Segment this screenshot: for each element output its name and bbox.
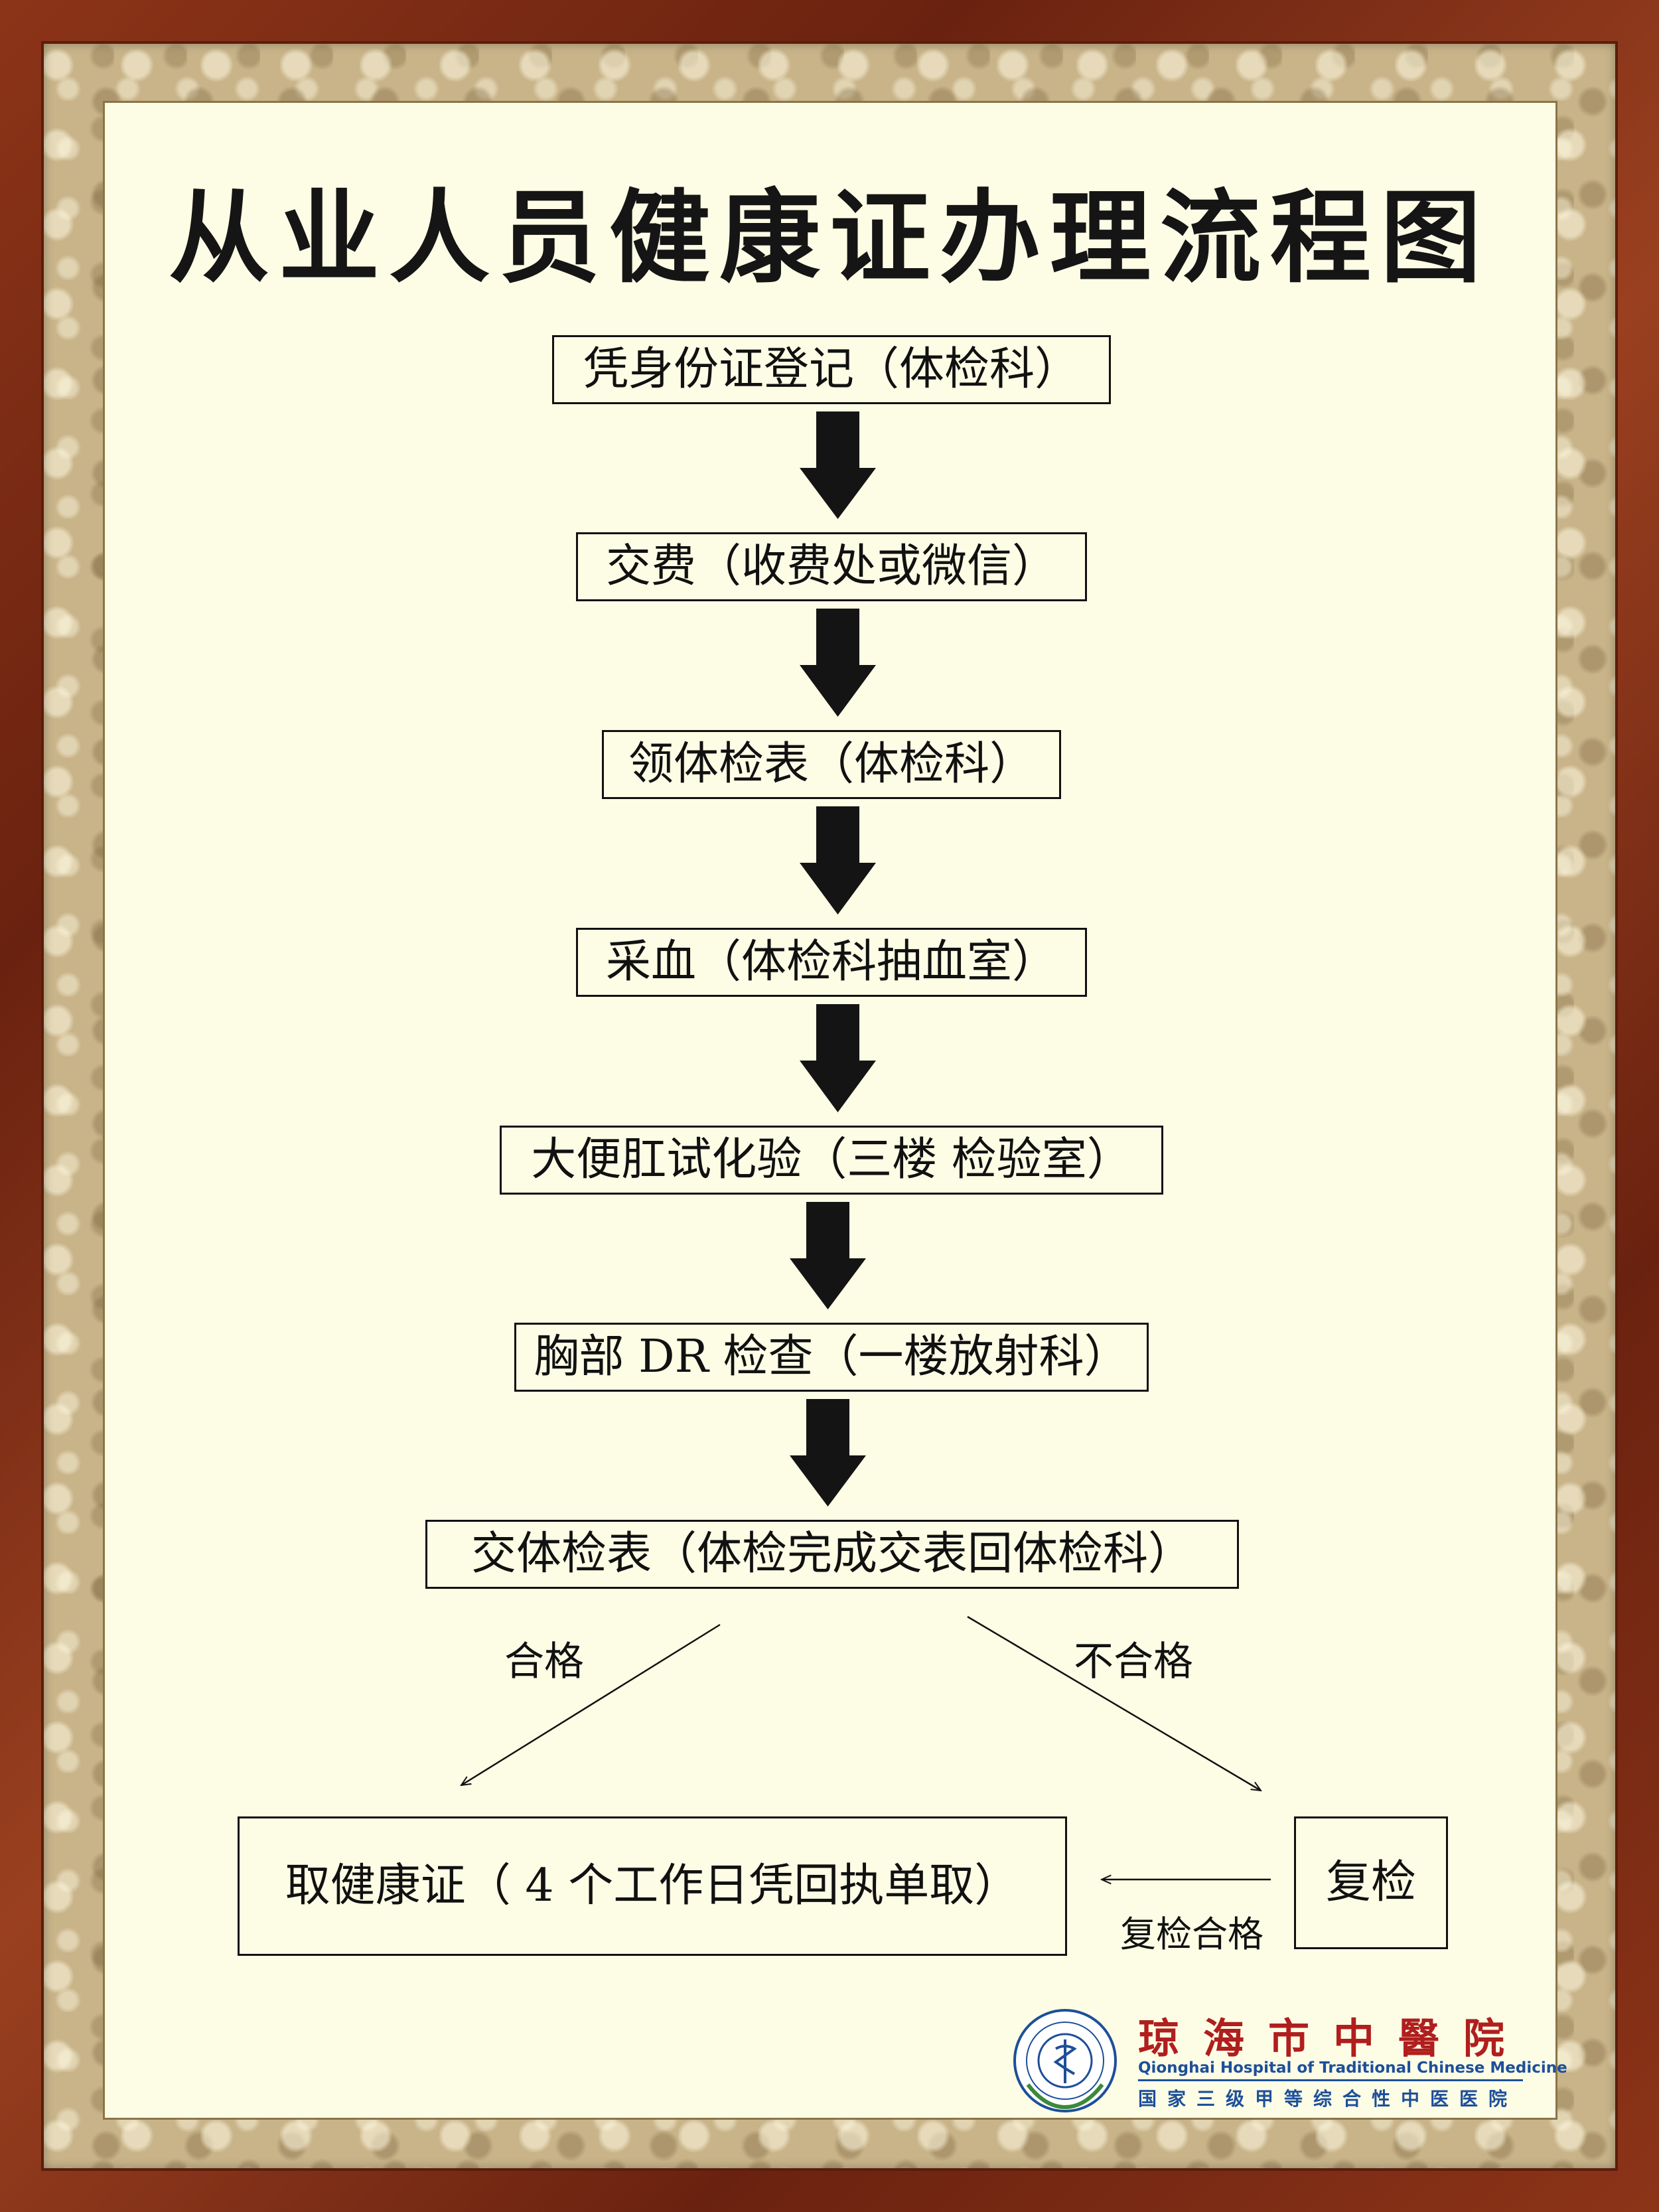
outcome-collect-certificate: 取健康证（ 4 个工作日凭回执单取） bbox=[238, 1816, 1067, 1956]
step-blood-draw: 采血（体检科抽血室） bbox=[576, 928, 1087, 997]
step-get-form: 领体检表（体检科） bbox=[602, 730, 1061, 799]
recheck-pass-label: 复检合格 bbox=[1120, 1913, 1263, 1955]
step-stool-test: 大便肛试化验（三楼 检验室） bbox=[500, 1126, 1163, 1195]
down-arrow-icon bbox=[790, 1399, 866, 1507]
outcome-recheck: 复检 bbox=[1294, 1816, 1448, 1949]
step-register: 凭身份证登记（体检科） bbox=[552, 335, 1111, 404]
hospital-logo: 琼海市中醫院 Qionghai Hospital of Traditional … bbox=[1012, 2008, 1567, 2114]
fail-label: 不合格 bbox=[1074, 1639, 1193, 1685]
step-payment: 交费（收费处或微信） bbox=[576, 532, 1087, 601]
logo-divider bbox=[1138, 2079, 1523, 2081]
pass-arrow bbox=[461, 1623, 721, 1785]
fail-arrow bbox=[967, 1615, 1261, 1791]
down-arrows bbox=[790, 411, 876, 1507]
step-submit-form: 交体检表（体检完成交表回体检科） bbox=[425, 1520, 1239, 1589]
step-chest-dr: 胸部 DR 检查（一楼放射科） bbox=[514, 1323, 1149, 1392]
page-title: 从业人员健康证办理流程图 bbox=[169, 178, 1490, 297]
down-arrow-icon bbox=[790, 1202, 866, 1309]
pass-label: 合格 bbox=[504, 1639, 584, 1685]
hospital-name-en: Qionghai Hospital of Traditional Chinese… bbox=[1138, 2059, 1567, 2077]
down-arrow-icon bbox=[800, 609, 876, 717]
down-arrow-icon bbox=[800, 411, 876, 519]
down-arrow-icon bbox=[800, 1004, 876, 1112]
hospital-name-cn: 琼海市中醫院 bbox=[1138, 2014, 1529, 2063]
down-arrow-icon bbox=[800, 806, 876, 915]
hospital-subtitle: 国家三级甲等综合性中医医院 bbox=[1138, 2088, 1518, 2110]
hospital-emblem-icon bbox=[1013, 2009, 1117, 2112]
